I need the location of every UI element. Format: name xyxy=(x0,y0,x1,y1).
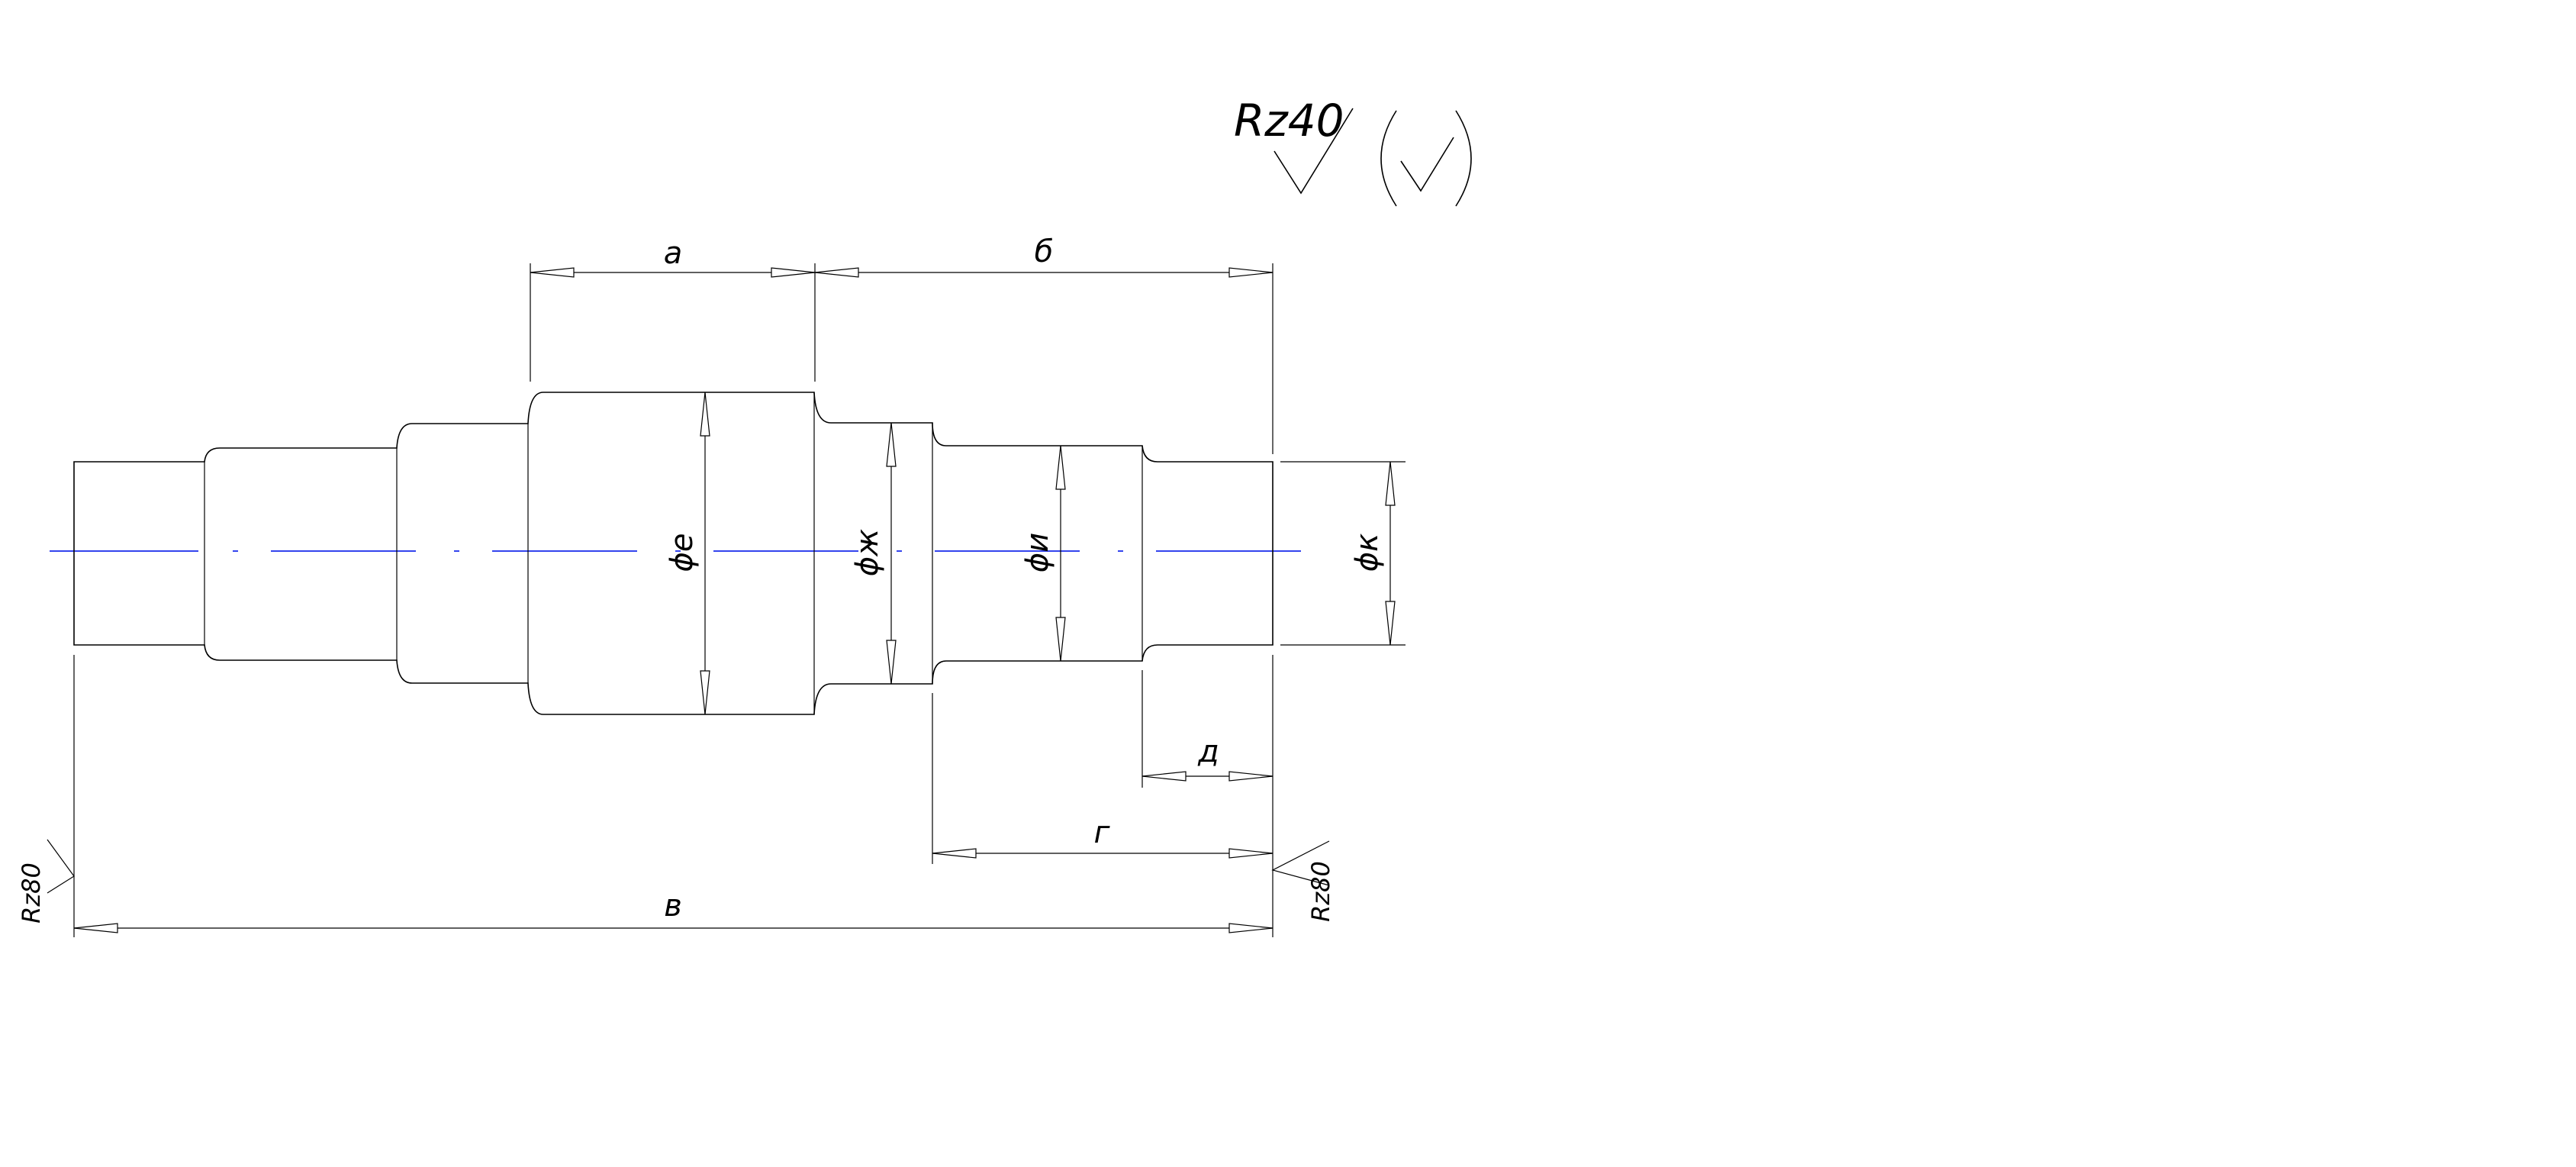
bracket-close-icon xyxy=(1455,110,1472,207)
dim-diameter-zh: ϕж xyxy=(850,422,897,685)
extension-lines xyxy=(73,263,1406,937)
dim-diameter-k: ϕк xyxy=(1350,461,1396,646)
roughness-right-label: Rz80 xyxy=(1306,861,1335,922)
dim-d-label: д xyxy=(1197,734,1219,769)
roughness-check-icon xyxy=(1274,108,1354,195)
dim-diameter-i: ϕи xyxy=(1020,445,1066,662)
bracket-open-icon xyxy=(1380,110,1397,207)
dim-diameter-e: ϕе xyxy=(665,392,710,715)
dim-b-label: б xyxy=(1035,234,1054,269)
dim-g: г xyxy=(932,815,1274,859)
roughness-right-end: Rz80 xyxy=(1271,840,1335,922)
dim-zh-label: ϕж xyxy=(850,529,885,576)
roughness-left-end: Rz80 xyxy=(17,839,75,924)
roughness-general: Rz40 xyxy=(1234,95,1472,207)
dim-k-label: ϕк xyxy=(1350,534,1385,572)
roughness-left-label: Rz80 xyxy=(17,862,46,924)
dim-a: a xyxy=(530,236,816,278)
dim-g-label: г xyxy=(1093,815,1110,850)
roughness-left-mark-icon xyxy=(47,839,75,894)
roughness-general-label: Rz40 xyxy=(1234,95,1344,147)
dim-d: д xyxy=(1141,734,1274,782)
dim-i-label: ϕи xyxy=(1020,533,1055,572)
dim-e-label: ϕе xyxy=(665,534,700,572)
dim-b: б xyxy=(814,234,1274,278)
roughness-right-mark-icon xyxy=(1271,840,1330,886)
dim-v: в xyxy=(73,888,1274,933)
check-in-brackets-icon xyxy=(1400,137,1454,192)
shoulder-lines xyxy=(204,392,1143,714)
dim-v-label: в xyxy=(664,888,682,924)
shaft-outline xyxy=(73,392,1274,715)
dim-a-label: a xyxy=(664,236,683,271)
